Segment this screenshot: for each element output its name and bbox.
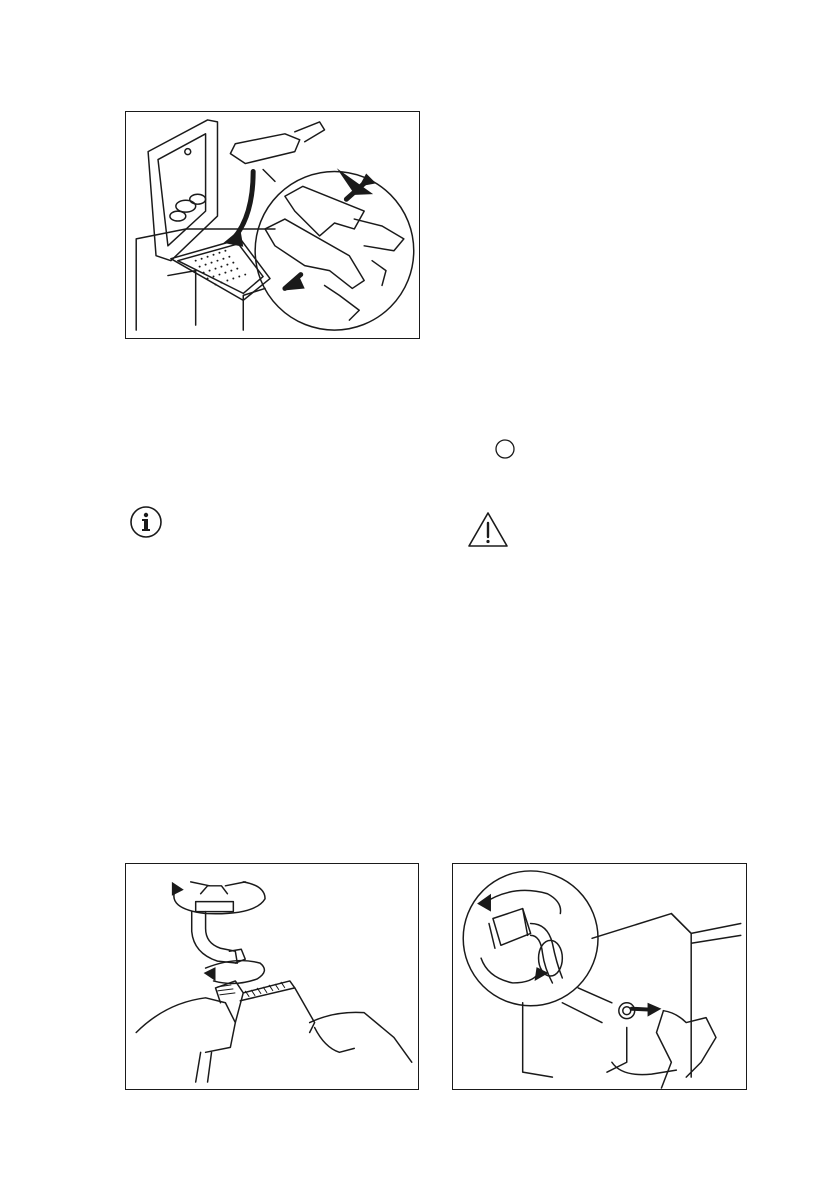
info-icon [129, 505, 163, 539]
dispenser-removal-figure [125, 111, 420, 339]
inlet-hose-illustration [453, 864, 746, 1089]
circle-icon [494, 438, 516, 460]
detergent-dispenser-illustration [126, 112, 419, 338]
tap-hose-filter-illustration [126, 864, 418, 1089]
inlet-hose-removal-figure [452, 863, 747, 1090]
tap-filter-cleaning-figure [125, 863, 419, 1090]
warning-icon [467, 511, 509, 548]
